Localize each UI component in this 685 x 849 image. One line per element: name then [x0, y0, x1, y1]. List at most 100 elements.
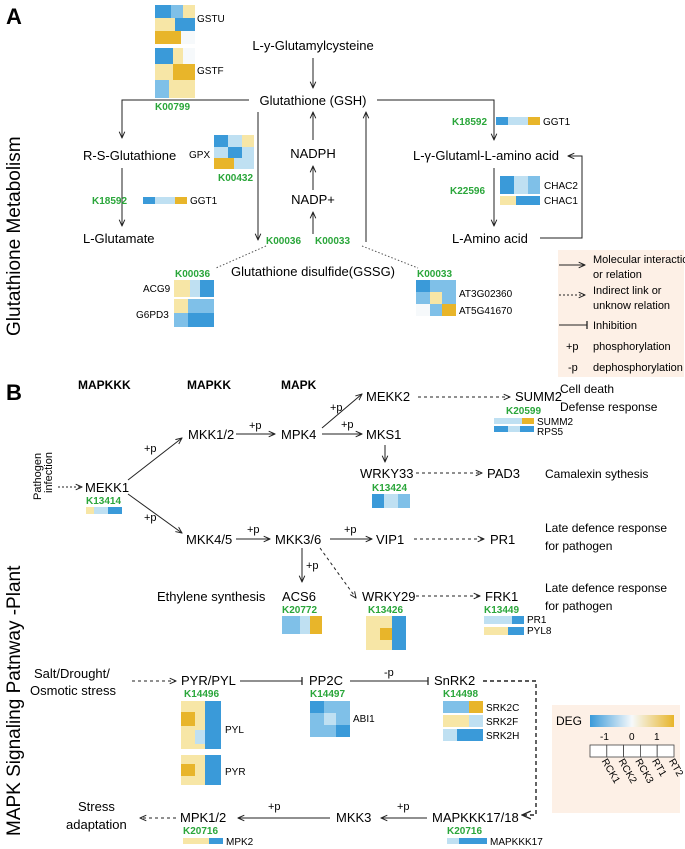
gpx-heatmap-cell	[242, 135, 254, 147]
deg-sample-box	[589, 744, 608, 758]
node-acs6: ACS6	[282, 589, 316, 604]
gstu-heatmap-cell	[183, 5, 195, 18]
gene-pyl: PYL	[225, 725, 244, 736]
panel-a-title: Glutathione Metabolism	[4, 136, 25, 336]
panel-b-title: MAPK Signaling Patnway -Plant	[4, 565, 25, 836]
gene-g6pd3: G6PD3	[136, 310, 169, 321]
node-summ2: SUMM2	[515, 389, 562, 404]
gene-srk2c: SRK2C	[486, 703, 519, 714]
deg-legend-title: DEG	[556, 714, 582, 728]
pyr-heatmap-cell	[181, 764, 195, 776]
deg-tick-pos: 1	[654, 732, 660, 743]
outcome-defense: Defense response	[560, 400, 658, 414]
outcome-late1-line2: for pathogen	[545, 539, 612, 553]
gene-at3g02360: AT3G02360	[459, 289, 513, 300]
abi1-heatmap-cell	[324, 713, 336, 725]
panel-a-letter: A	[6, 4, 22, 29]
kegg-k13449: K13449	[484, 605, 519, 616]
node-stress-adapt-line2: adaptation	[66, 817, 127, 832]
gene-gstu: GSTU	[197, 14, 225, 25]
deg-sample-box	[606, 744, 624, 758]
gene-mpk2: MPK2	[226, 837, 254, 848]
pyl8-heatmap-cell	[508, 627, 524, 635]
node-mkk12: MKK1/2	[188, 427, 234, 442]
g6pd3-heatmap-cell	[174, 299, 188, 313]
gstu-heatmap-cell	[155, 18, 175, 31]
node-gsh: Glutathione (GSH)	[260, 93, 367, 108]
outcome-late2-line2: for pathogen	[545, 599, 612, 613]
gstu-heatmap-cell	[181, 31, 195, 44]
node-mkk36: MKK3/6	[275, 532, 321, 547]
node-mekk2: MEKK2	[366, 389, 410, 404]
node-nadp: NADP+	[291, 192, 335, 207]
at-heatmap-cell	[416, 304, 430, 316]
g6pd3-heatmap-cell	[188, 313, 214, 327]
gene-rps5: RPS5	[537, 427, 564, 438]
gstf-heatmap-cell	[155, 48, 173, 64]
gstu-heatmap-cell	[155, 5, 171, 18]
gpx-heatmap-cell	[214, 135, 228, 147]
node-l-glutamate: L-Glutamate	[83, 231, 155, 246]
node-rs-glu: R-S-Glutathione	[83, 148, 176, 163]
node-mpk12: MPK1/2	[180, 810, 226, 825]
edge-mekk1-mkk12	[127, 438, 182, 481]
edge-lamino-gglu	[540, 156, 583, 239]
node-pathogen-line2: infection	[43, 452, 55, 493]
summ2-heatmap-cell	[522, 418, 534, 424]
deg-sample-box	[656, 744, 675, 758]
pyl-heatmap-cell	[181, 712, 195, 726]
kegg-k13424: K13424	[372, 483, 407, 494]
gene-mapkkk17: MAPKKK17	[490, 837, 543, 848]
node-mkk45: MKK4/5	[186, 532, 232, 547]
mekk1-heatmap	[86, 507, 122, 514]
ggt1-right-heatmap-cell	[496, 117, 508, 125]
gpx-heatmap-cell	[228, 147, 242, 158]
edge-mekk1-mkk45	[127, 493, 182, 533]
gene-ggt1-right: GGT1	[543, 117, 571, 128]
acg9-heatmap-cell	[174, 280, 190, 297]
ggt1-left-heatmap-cell	[175, 197, 187, 204]
edge-label-p1: +p	[144, 443, 157, 455]
kegg-k14498: K14498	[443, 689, 478, 700]
node-mks1: MKS1	[366, 427, 401, 442]
legend-inhibition: Inhibition	[593, 320, 637, 332]
node-l-amino: L-Amino acid	[452, 231, 528, 246]
outcome-camalexin: Camalexin sythesis	[545, 467, 648, 481]
edge-gsh-rsglu	[122, 99, 249, 138]
at-heatmap-cell	[442, 304, 456, 316]
node-stress-line2: Osmotic stress	[30, 683, 116, 698]
node-stress-line1: Salt/Drought/	[34, 666, 110, 681]
edge-label-p4: +p	[330, 402, 343, 414]
edge-label-p10: +p	[397, 801, 410, 813]
legend-dp-text: dephosphorylation	[593, 362, 683, 374]
dotted-k00033	[361, 245, 419, 269]
legend-p-symbol: +p	[566, 341, 579, 353]
gene-gstf: GSTF	[197, 66, 224, 77]
wrky29-heatmap-cell	[380, 628, 392, 640]
gene-pyl8: PYL8	[527, 626, 552, 637]
edge-label-p5: +p	[341, 419, 354, 431]
legend-interaction-line1: Molecular interaction	[593, 254, 685, 266]
gene-acg9: ACG9	[143, 284, 171, 295]
gene-srk2h: SRK2H	[486, 731, 519, 742]
pr1-heatmap-cell	[512, 616, 524, 624]
deg-tick-zero: 0	[629, 732, 635, 743]
mekk1-heatmap-cell	[86, 507, 94, 514]
edge-mkk36-wrky29	[319, 547, 356, 598]
edge-label-p2: +p	[144, 512, 157, 524]
gene-pyr: PYR	[225, 767, 246, 778]
acs6-heatmap-cell	[310, 616, 322, 634]
kegg-k20716-right: K20716	[447, 826, 482, 837]
kegg-k00033-heatmap: K00033	[417, 269, 452, 280]
gstf-heatmap-cell	[183, 48, 195, 64]
gene-gpx: GPX	[189, 150, 210, 161]
node-pad3: PAD3	[487, 466, 520, 481]
srk2c-heatmap-cell	[469, 701, 483, 713]
chac2-heatmap-cell	[528, 176, 540, 194]
edge-label-dp1: -p	[384, 667, 394, 679]
outcome-late2-line1: Late defence response	[545, 581, 667, 595]
header-mapk: MAPK	[281, 378, 317, 392]
header-mapkkk: MAPKKK	[78, 378, 131, 392]
at-heatmap-cell	[430, 292, 442, 304]
